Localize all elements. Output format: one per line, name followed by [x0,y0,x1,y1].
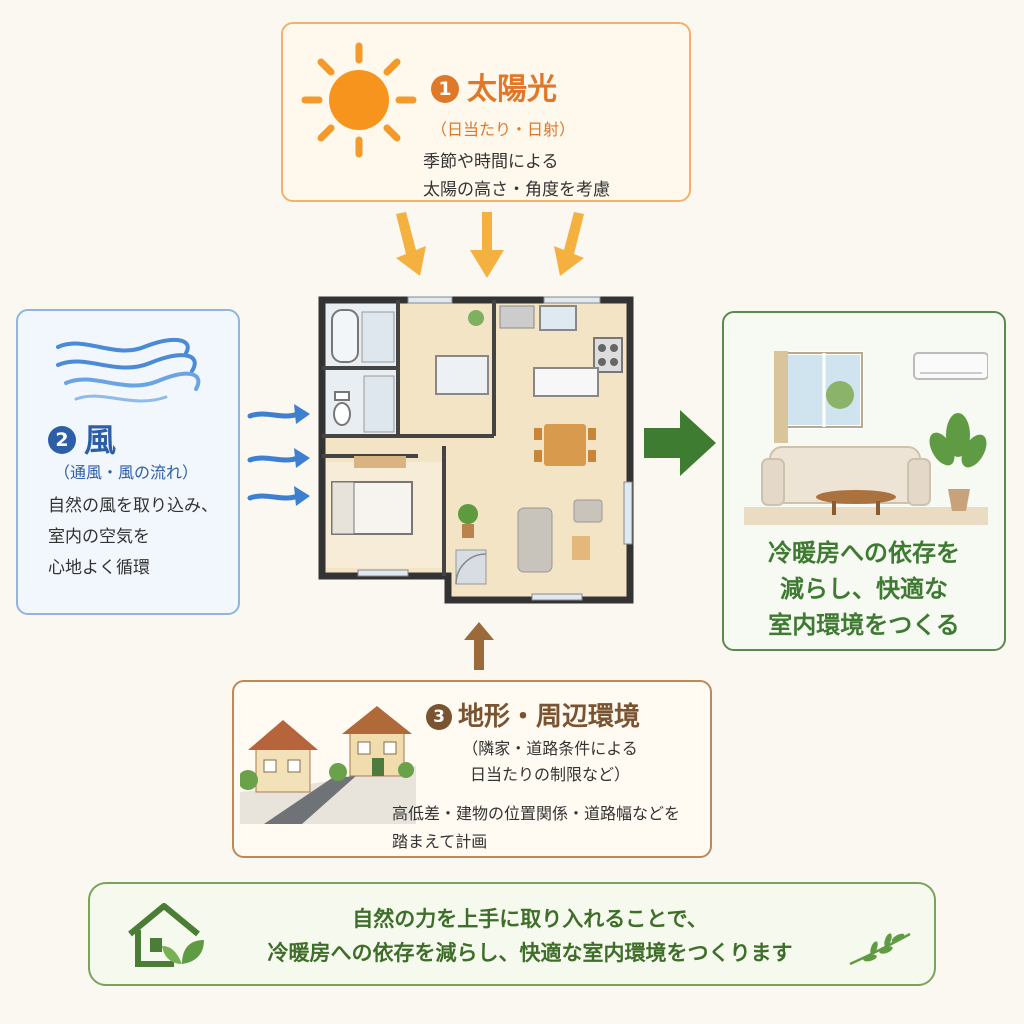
sunlight-subtitle: （日当たり・日射） [431,120,576,139]
wind-subtitle: （通風・風の流れ） [54,463,199,482]
terrain-title-text: 地形・周辺環境 [458,702,641,732]
terrain-subtitle-line: （隣家・道路条件による [462,739,638,758]
sunlight-number-badge: 1 [431,75,459,103]
terrain-desc-line: 踏まえて計画 [392,832,488,851]
result-text-line: 減らし、快適な [780,575,948,603]
sun-arrows [396,212,584,278]
wind-number-badge: 2 [48,426,76,454]
sun-arrow-right [554,212,584,276]
wind-arrow [247,411,301,419]
sunlight-title: 1 太陽光 [431,64,557,108]
wind-arrows [247,404,310,506]
result-text-line: 冷暖房への依存を [768,539,960,567]
wind-arrow [247,493,301,501]
sun-arrow-center [470,212,504,278]
living-room-icon [744,351,988,525]
footer-text-line: 自然の力を上手に取り入れることで、 [352,907,708,931]
terrain-arrow [464,622,494,670]
sunlight-card: 1 太陽光 （日当たり・日射） 季節や時間による 太陽の高さ・角度を考慮 [281,22,691,202]
wind-desc-line: 心地よく循環 [48,558,150,578]
wind-title-text: 風 [84,421,117,459]
terrain-number-badge: 3 [426,704,452,730]
result-arrow [644,410,716,476]
wind-desc-line: 室内の空気を [48,527,150,547]
terrain-subtitle: （隣家・道路条件による 日当たりの制限など） [430,736,670,788]
wind-desc-line: 自然の風を取り込み、 [48,496,218,516]
footer-text: 自然の力を上手に取り入れることで、 冷暖房への依存を減らし、快適な室内環境をつく… [200,902,860,970]
terrain-subtitle-line: 日当たりの制限など） [469,765,630,784]
footer-text-line: 冷暖房への依存を減らし、快適な室内環境をつくります [267,941,793,965]
wind-waves-icon [56,337,201,403]
houses-road-icon [240,706,416,824]
result-card: 冷暖房への依存を 減らし、快適な 室内環境をつくる [722,311,1006,651]
terrain-desc-line: 高低差・建物の位置関係・道路幅などを [392,804,681,823]
sunlight-desc-line: 季節や時間による [423,152,559,172]
floor-plan [318,296,634,604]
result-text-line: 室内環境をつくる [768,611,960,639]
sun-icon [301,42,417,158]
summary-footer: 自然の力を上手に取り入れることで、 冷暖房への依存を減らし、快適な室内環境をつく… [88,882,936,986]
leaf-branch-icon [849,932,911,966]
wind-arrow [247,455,301,463]
wind-description: 自然の風を取り込み、 室内の空気を 心地よく循環 [48,491,218,584]
terrain-description: 高低差・建物の位置関係・道路幅などを 踏まえて計画 [392,800,680,856]
sun-arrow-left [396,212,426,276]
sunlight-desc-line: 太陽の高さ・角度を考慮 [423,180,610,200]
sunlight-title-text: 太陽光 [467,72,557,107]
result-text: 冷暖房への依存を 減らし、快適な 室内環境をつくる [724,535,1004,643]
sunlight-description: 季節や時間による 太陽の高さ・角度を考慮 [423,148,610,204]
house-leaf-icon [128,903,204,967]
